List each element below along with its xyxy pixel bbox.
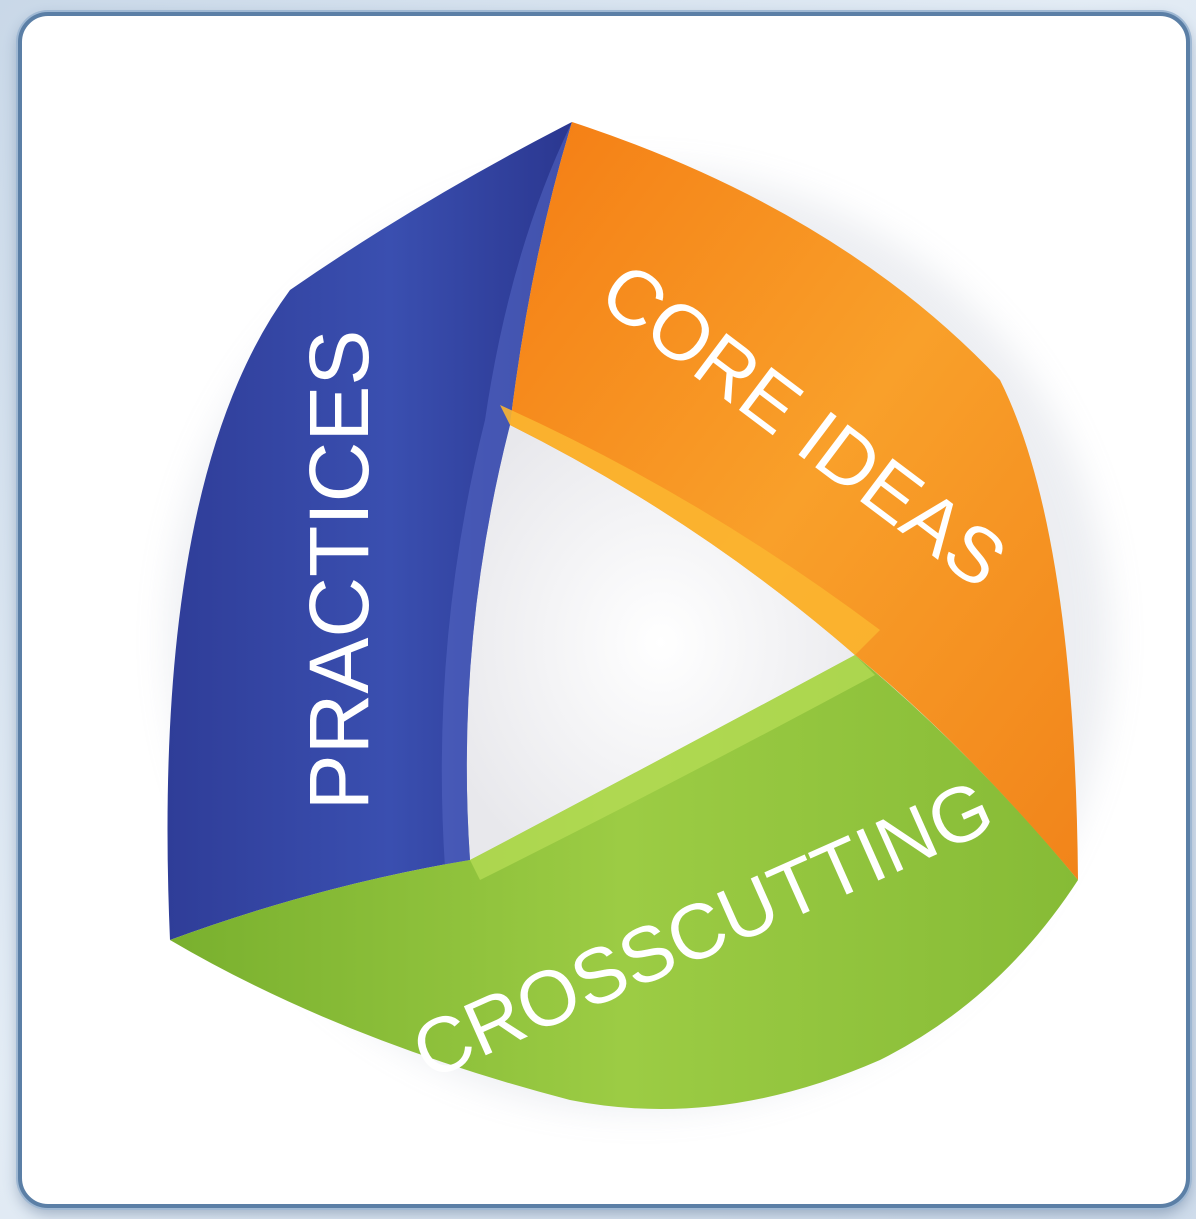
center-hole <box>466 425 855 860</box>
practices-label: PRACTICES <box>292 330 386 811</box>
practices-band <box>167 122 572 940</box>
crosscutting-band <box>170 655 1078 1109</box>
core-ideas-band <box>500 122 1078 880</box>
